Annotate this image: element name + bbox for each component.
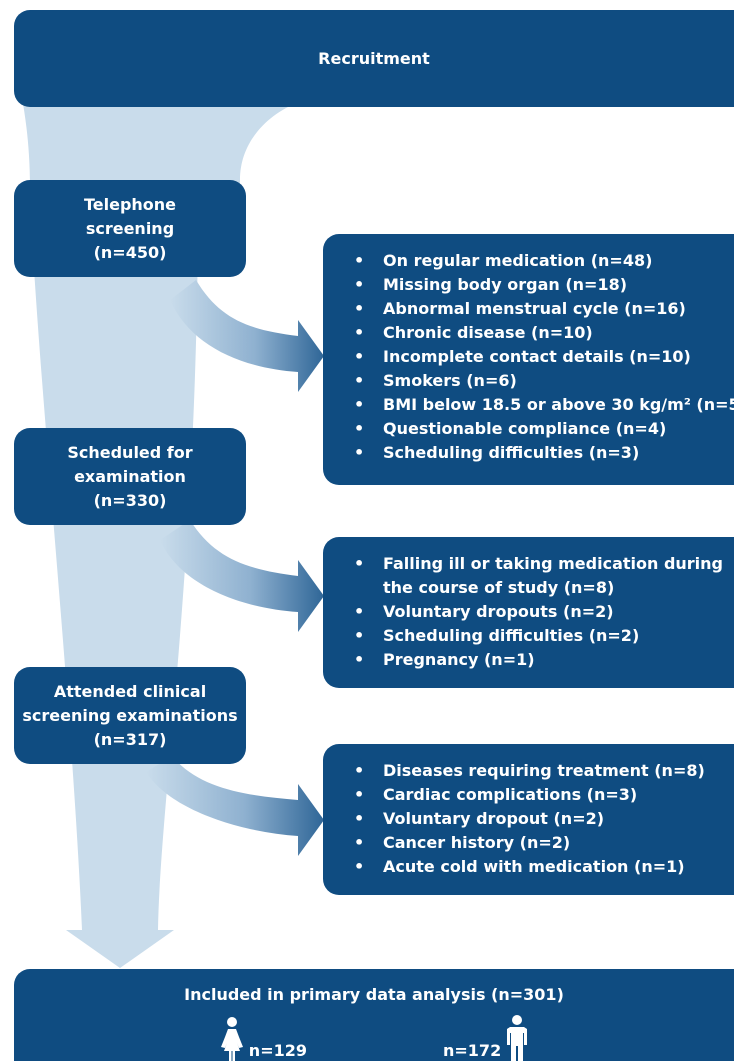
exclusion-item: Smokers (n=6) [351, 369, 734, 393]
exclusion-item: Incomplete contact details (n=10) [351, 345, 734, 369]
exclusion-item: Falling ill or taking medication during [351, 552, 734, 576]
exclusion-item: Diseases requiring treatment (n=8) [351, 759, 734, 783]
funnel-top [22, 98, 310, 188]
funnel-stem [30, 200, 198, 968]
recruitment-label: Recruitment [318, 48, 430, 68]
stage-line: screening examinations [22, 705, 238, 725]
exclusion-item: On regular medication (n=48) [351, 249, 734, 273]
exclusion-item: BMI below 18.5 or above 30 kg/m² (n=5) [351, 393, 734, 417]
stage-line: (n=317) [93, 729, 167, 749]
exclusion-item: Pregnancy (n=1) [351, 648, 734, 672]
exclusion-item: Cancer history (n=2) [351, 831, 734, 855]
stage-line: Telephone [83, 194, 177, 214]
exclusion-item: Abnormal menstrual cycle (n=16) [351, 297, 734, 321]
exclusion-list: On regular medication (n=48) Missing bod… [351, 249, 734, 465]
exclusion-item: Questionable compliance (n=4) [351, 417, 734, 441]
exclusion-item: Voluntary dropout (n=2) [351, 807, 734, 831]
exclusion-item: Scheduling difficulties (n=2) [351, 624, 734, 648]
stage-box-telephone-screening: Telephone screening (n=450) [14, 180, 246, 277]
exclusion-box-3: Diseases requiring treatment (n=8) Cardi… [323, 744, 734, 895]
stage-line: screening [85, 218, 175, 238]
exclusion-list: Diseases requiring treatment (n=8) Cardi… [351, 759, 734, 879]
exclusion-item: Cardiac complications (n=3) [351, 783, 734, 807]
exclusion-item: Missing body organ (n=18) [351, 273, 734, 297]
stage-line: Attended clinical [53, 681, 207, 701]
exclusion-box-2: Falling ill or taking medication during … [323, 537, 734, 688]
exclusion-list: Falling ill or taking medication during … [351, 552, 734, 672]
exclusion-arrow-2 [160, 520, 324, 632]
exclusion-item: Acute cold with medication (n=1) [351, 855, 734, 879]
stage-box-scheduled: Scheduled for examination (n=330) [14, 428, 246, 525]
final-label: Included in primary data analysis (n=301… [184, 985, 564, 1004]
final-box: Included in primary data analysis (n=301… [14, 969, 734, 1063]
recruitment-box: Recruitment [14, 10, 734, 107]
female-count: n=129 [248, 1041, 307, 1060]
male-count: n=172 [443, 1041, 502, 1060]
female-person-icon [220, 1017, 243, 1063]
exclusion-item: Chronic disease (n=10) [351, 321, 734, 345]
stage-line: Scheduled for [67, 442, 193, 462]
exclusion-arrow-3 [146, 756, 324, 856]
exclusion-arrow-1 [170, 280, 324, 392]
exclusion-box-1: On regular medication (n=48) Missing bod… [323, 234, 734, 485]
stage-line: (n=330) [93, 490, 167, 510]
exclusion-item: Voluntary dropouts (n=2) [351, 600, 734, 624]
participant-counts: n=129 n=172 [219, 1015, 529, 1063]
male-person-icon [507, 1015, 528, 1063]
stage-box-attended: Attended clinical screening examinations… [14, 667, 246, 764]
stage-line: (n=450) [93, 242, 167, 262]
stage-line: examination [74, 466, 186, 486]
exclusion-item-continuation: the course of study (n=8) [383, 578, 615, 597]
exclusion-item: Scheduling difficulties (n=3) [351, 441, 734, 465]
